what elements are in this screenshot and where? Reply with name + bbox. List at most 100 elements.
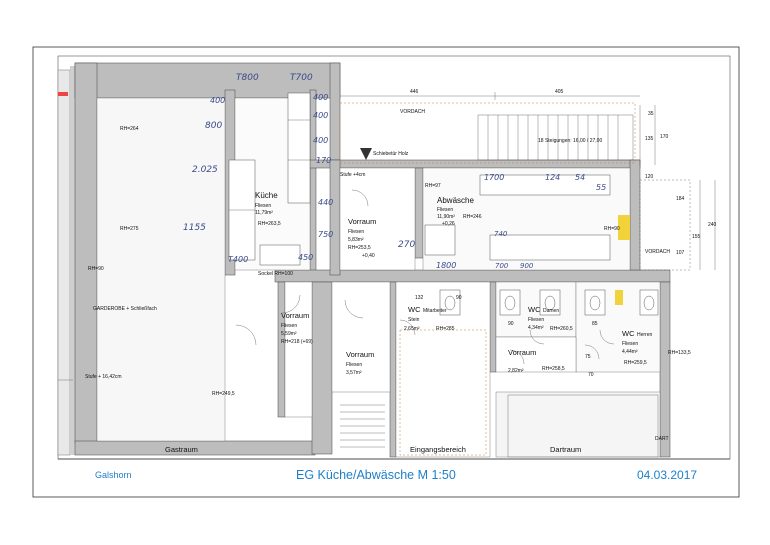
room-abwaesche-name: Abwäsche bbox=[437, 196, 474, 205]
room-vorraum3-floor: Fliesen bbox=[346, 362, 362, 368]
hand-t700: T700 bbox=[290, 73, 313, 83]
dim-155: 155 bbox=[692, 234, 701, 240]
room-wc-herren-floor: Fliesen bbox=[622, 341, 638, 347]
label-rh133: RH=133,5 bbox=[668, 350, 691, 356]
hand-124: 124 bbox=[545, 173, 560, 182]
room-vorraum4-name: Vorraum bbox=[508, 348, 536, 357]
hand-440: 440 bbox=[318, 198, 333, 207]
room-abwaesche-level: +0,26 bbox=[442, 221, 455, 227]
dim-70: 70 bbox=[588, 372, 594, 378]
room-wc-mitarbeiter-rh: RH=285 bbox=[436, 326, 455, 332]
plan-title: EG Küche/Abwäsche M 1:50 bbox=[296, 468, 456, 482]
label-stufen-note: 18 Steigungen: 16,00 / 27,00 bbox=[538, 138, 602, 144]
hand-740: 740 bbox=[494, 230, 508, 238]
dim-107: 107 bbox=[676, 250, 685, 256]
room-abwaesche-area: 11,90m² bbox=[437, 214, 455, 220]
room-kueche-floor: Fliesen bbox=[255, 203, 271, 209]
label-rh90: RH=90 bbox=[604, 226, 620, 232]
label-vordach-right: VORDACH bbox=[645, 249, 670, 255]
room-vorraum1-area: 5,83m² bbox=[348, 237, 364, 243]
room-vorraum4-area: 2,82m² bbox=[508, 368, 524, 374]
dim-405: 405 bbox=[555, 89, 564, 95]
dim-75: 75 bbox=[585, 354, 591, 360]
dim-184: 184 bbox=[676, 196, 685, 202]
dim-35: 35 bbox=[648, 111, 654, 117]
label-rh97: RH=97 bbox=[425, 183, 441, 189]
room-wc-mitarbeiter-name: WC bbox=[408, 305, 421, 314]
plan-date: 04.03.2017 bbox=[637, 468, 697, 482]
room-wc-herren-rh: RH=259,5 bbox=[624, 360, 647, 366]
room-vorraum1-rh: RH=253,5 bbox=[348, 245, 371, 251]
hand-400c: 400 bbox=[313, 136, 328, 145]
label-rh275: RH=275 bbox=[120, 226, 139, 232]
room-wc-mitarbeiter-area: 2,65m² bbox=[404, 326, 420, 332]
room-vorraum1-name: Vorraum bbox=[348, 217, 376, 226]
room-wc-mitarbeiter-floor: Stein bbox=[408, 317, 420, 323]
hand-1155: 1155 bbox=[183, 223, 206, 233]
label-rh264: RH=264 bbox=[120, 126, 139, 132]
room-dartraum-name: Dartraum bbox=[550, 445, 581, 454]
dim-90b: 90 bbox=[508, 321, 514, 327]
label-dart: DART bbox=[655, 436, 669, 442]
hand-54: 54 bbox=[575, 173, 585, 182]
plan-location: Galshorn bbox=[95, 470, 132, 480]
room-kueche-area: 11,79m² bbox=[255, 210, 273, 216]
hand-400a: 400 bbox=[313, 93, 328, 102]
room-wc-damen-floor: Fliesen bbox=[528, 317, 544, 323]
label-garderobe: GARDEROBE + Schließfach bbox=[93, 306, 157, 312]
label-schiebetuer: Schiebetür Holz bbox=[373, 151, 409, 157]
dim-120: 120 bbox=[645, 174, 654, 180]
hand-1700: 1700 bbox=[484, 173, 504, 182]
room-kueche-name: Küche bbox=[255, 191, 278, 200]
hand-270: 270 bbox=[398, 240, 415, 250]
hand-t800: T800 bbox=[236, 73, 259, 83]
room-abwaesche-floor: Fliesen bbox=[437, 207, 453, 213]
room-wc-damen-area: 4,34m² bbox=[528, 325, 544, 331]
hand-t400: T400 bbox=[228, 255, 248, 264]
dim-170: 170 bbox=[660, 134, 669, 140]
dim-90a: 90 bbox=[456, 295, 462, 301]
room-kueche-rh: RH=263,5 bbox=[258, 221, 281, 227]
label-sockel: Sockel RH=100 bbox=[258, 271, 293, 277]
room-wc-damen-rh: RH=260,5 bbox=[550, 326, 573, 332]
hand-400-left: 400 bbox=[210, 96, 225, 105]
room-vorraum1-level: +0,40 bbox=[362, 253, 375, 259]
dim-132: 132 bbox=[415, 295, 424, 301]
label-vordach-top: VORDACH bbox=[400, 109, 425, 115]
dim-240: 240 bbox=[708, 222, 717, 228]
label-stufe4: Stufe +4cm bbox=[340, 172, 365, 178]
dim-85: 85 bbox=[592, 321, 598, 327]
dim-135: 135 bbox=[645, 136, 654, 142]
hand-450: 450 bbox=[298, 253, 313, 262]
hand-55: 55 bbox=[596, 183, 606, 192]
label-rh90b: RH=90 bbox=[88, 266, 104, 272]
room-eingangsbereich-name: Eingangsbereich bbox=[410, 445, 466, 454]
sheet-border bbox=[32, 46, 740, 498]
label-stufe16: Stufe + 16,42cm bbox=[85, 374, 122, 380]
hand-400b: 400 bbox=[313, 111, 328, 120]
room-vorraum2-name: Vorraum bbox=[281, 311, 309, 320]
room-vorraum1-floor: Fliesen bbox=[348, 229, 364, 235]
hand-750: 750 bbox=[318, 230, 333, 239]
room-wc-damen-sub: Damen bbox=[543, 308, 559, 314]
room-wc-herren-sub: Herren bbox=[637, 332, 653, 338]
room-abwaesche-rh: RH=246 bbox=[463, 214, 482, 220]
hand-170: 170 bbox=[316, 156, 331, 165]
room-vorraum2-area: 5,59m² bbox=[281, 331, 297, 337]
hand-800: 800 bbox=[205, 121, 222, 131]
hand-900: 900 bbox=[520, 262, 534, 270]
dim-446: 446 bbox=[410, 89, 419, 95]
room-vorraum2-rh: RH=218 (+69) bbox=[281, 339, 313, 345]
room-vorraum3-name: Vorraum bbox=[346, 350, 374, 359]
room-wc-herren-name: WC bbox=[622, 329, 635, 338]
room-wc-mitarbeiter-sub: Mitarbeiter bbox=[423, 308, 447, 314]
exterior-walls bbox=[74, 62, 671, 458]
hand-2025: 2.025 bbox=[192, 165, 218, 175]
room-vorraum3-area: 3,57m² bbox=[346, 370, 362, 376]
room-vorraum2-floor: Fliesen bbox=[281, 323, 297, 329]
room-vorraum4-rh: RH=258,5 bbox=[542, 366, 565, 372]
staircase bbox=[477, 114, 634, 161]
hand-1800: 1800 bbox=[436, 261, 456, 270]
room-wc-damen-name: WC bbox=[528, 305, 541, 314]
